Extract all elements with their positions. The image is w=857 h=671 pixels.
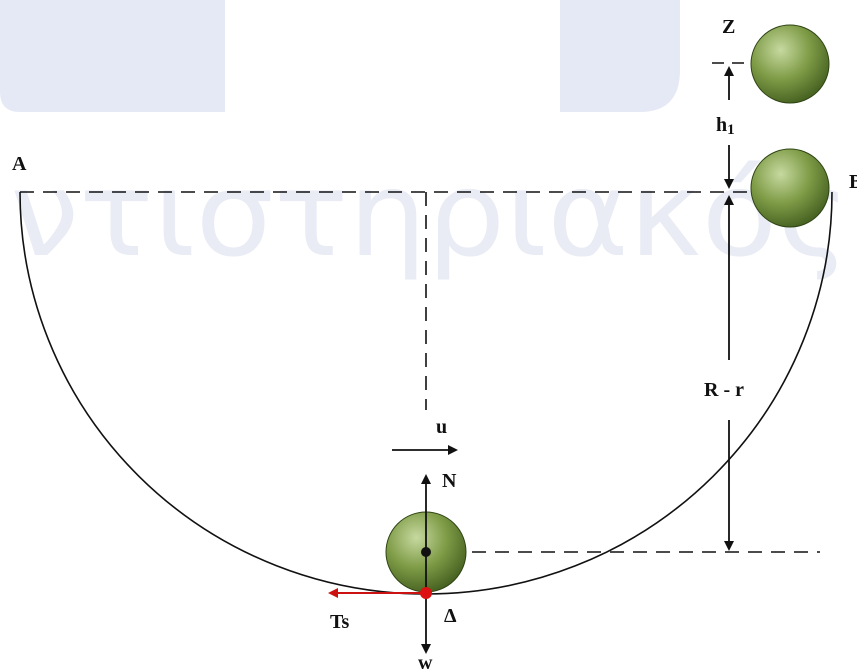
watermark-text: ντιστηριακός xyxy=(10,145,850,283)
label-friction: Ts xyxy=(330,611,350,633)
ball-b xyxy=(750,148,830,228)
ball-z xyxy=(750,24,830,104)
label-normal-force: N xyxy=(442,470,457,492)
watermark: ντιστηριακός xyxy=(0,0,850,283)
label-point-b: B xyxy=(849,171,857,193)
label-point-delta: Δ xyxy=(444,605,457,627)
watermark-logo-shape-right xyxy=(560,0,680,112)
ball-center-point xyxy=(421,547,431,557)
watermark-logo-shape xyxy=(0,0,225,112)
label-weight: w xyxy=(418,652,433,671)
label-h1: h1 xyxy=(716,114,735,138)
label-point-a: A xyxy=(12,153,27,175)
label-velocity: u xyxy=(436,416,447,438)
label-radius-difference: R - r xyxy=(704,379,744,401)
label-point-z: Z xyxy=(722,16,735,38)
contact-point xyxy=(420,587,432,599)
